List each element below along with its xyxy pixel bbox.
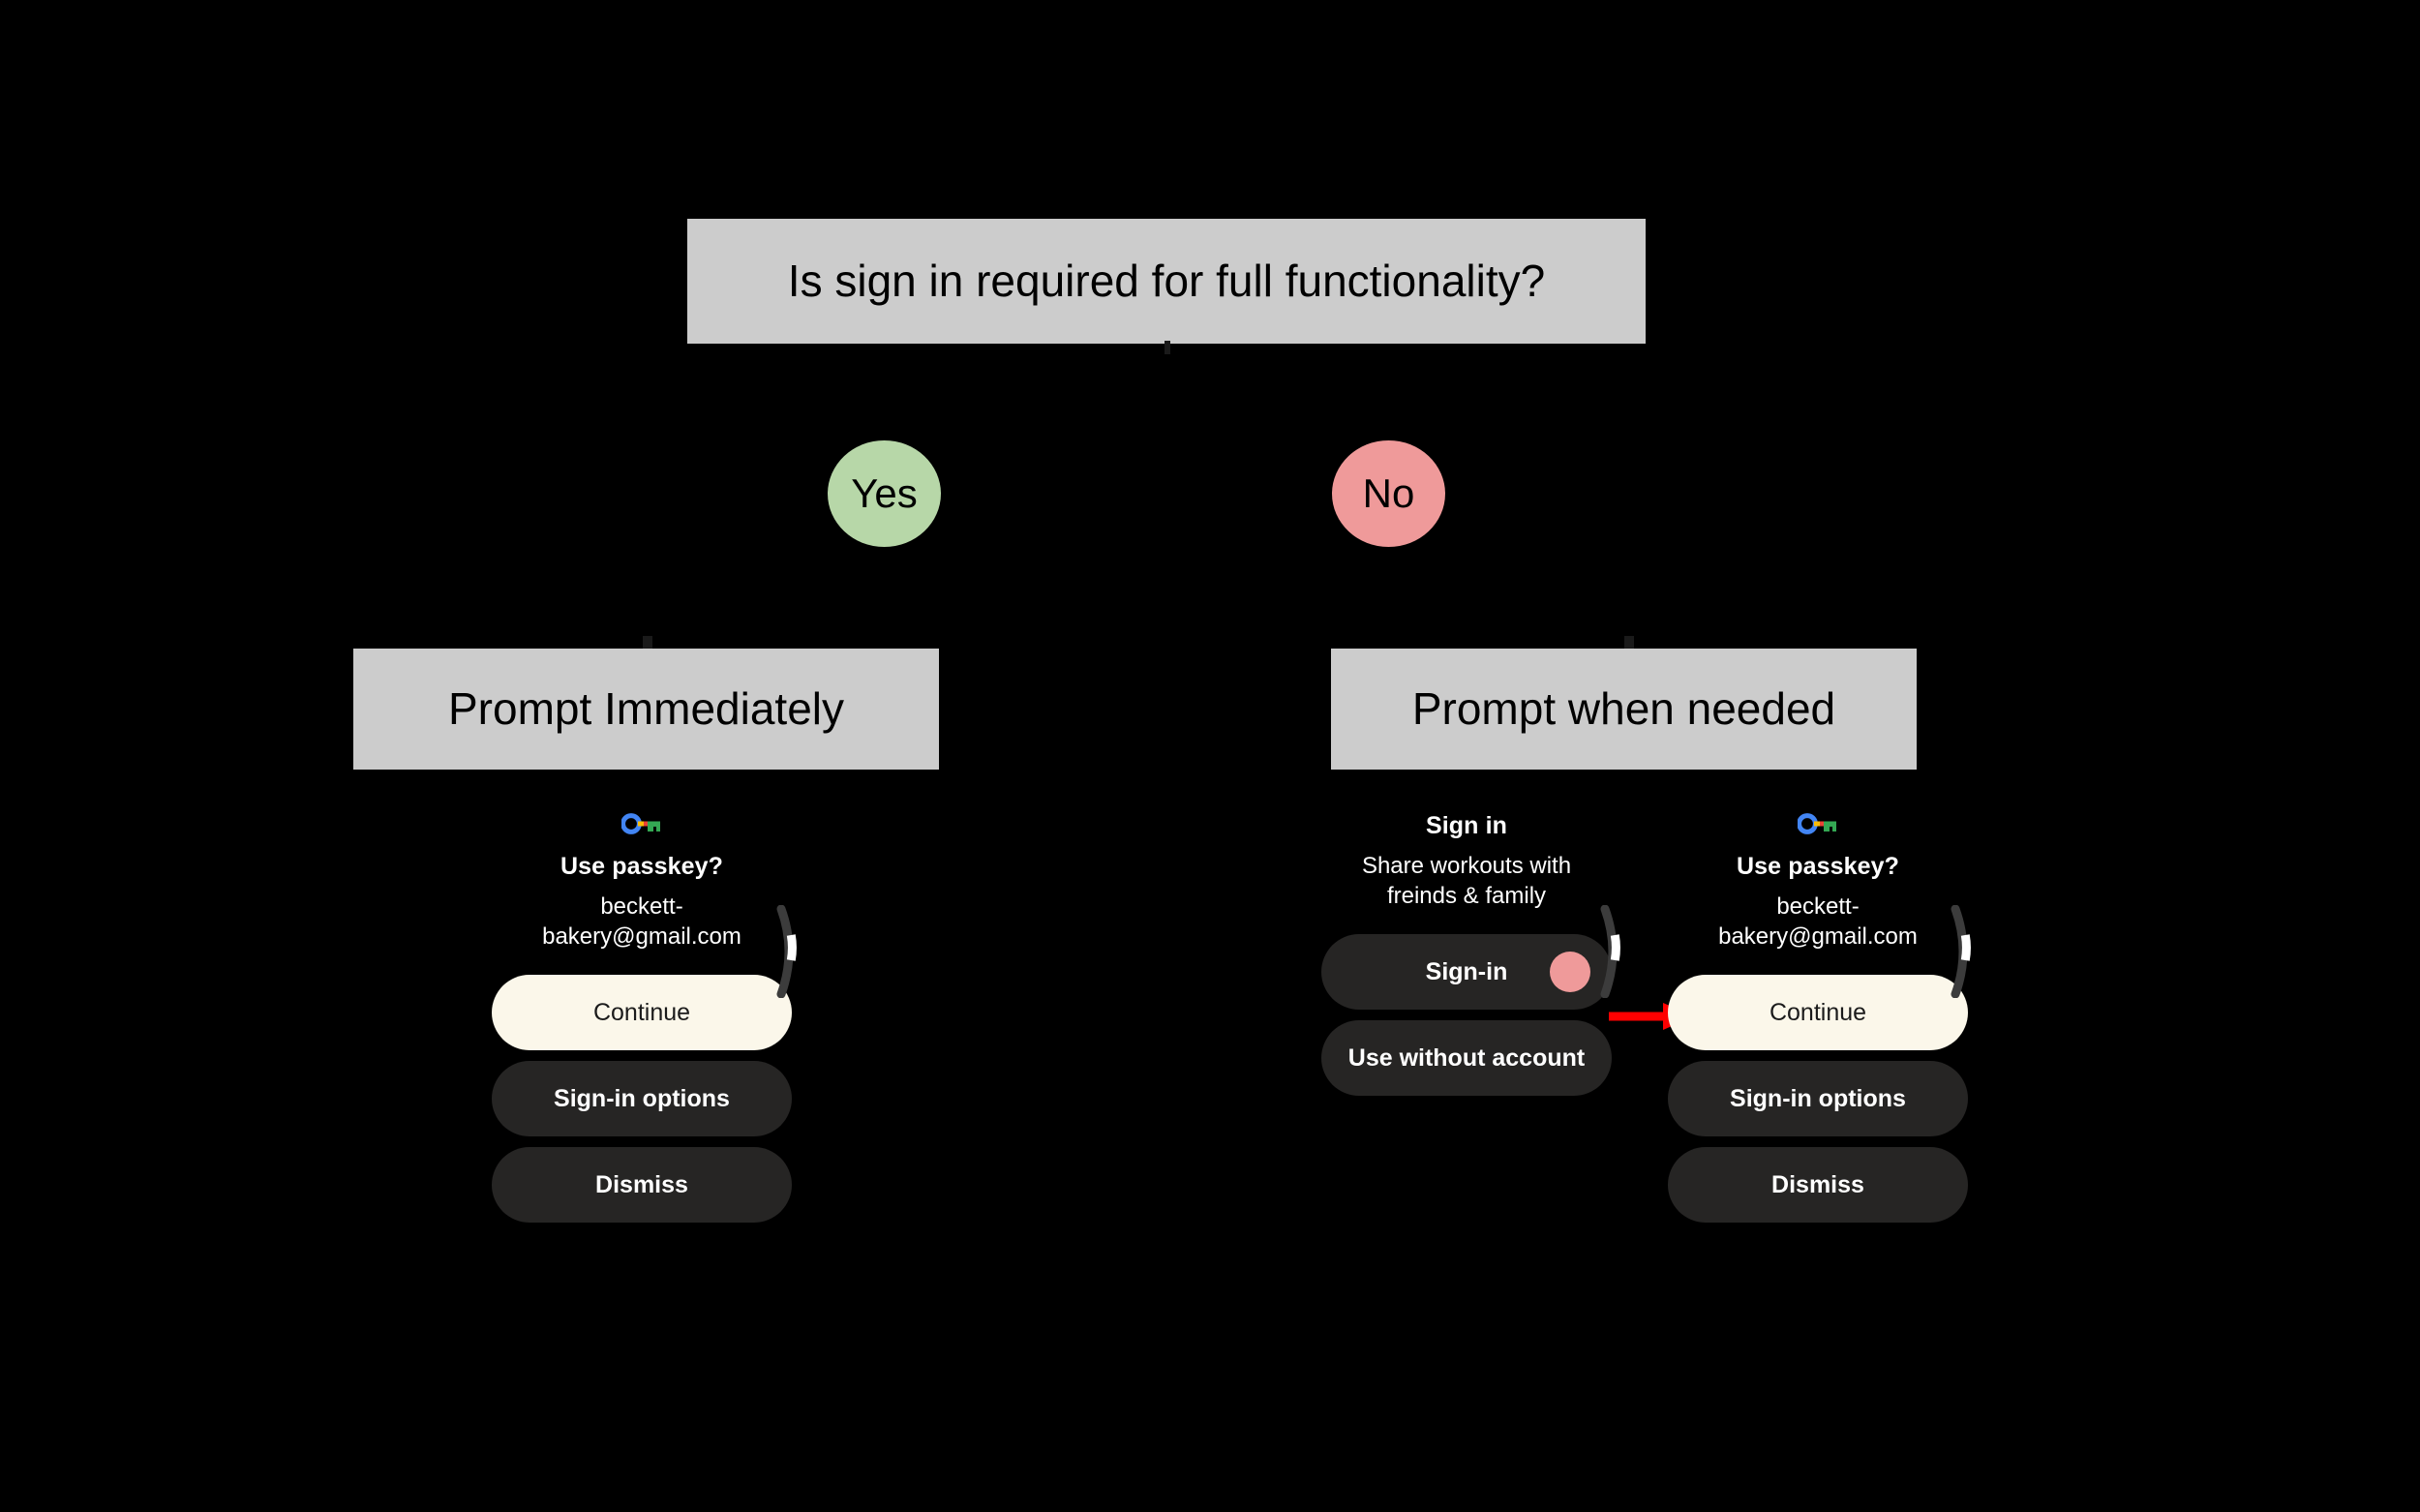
watch-title-left: Use passkey? bbox=[560, 853, 723, 880]
decision-question-box: Is sign in required for full functionali… bbox=[687, 219, 1646, 344]
connector-no-to-prompt-when-needed bbox=[1624, 636, 1634, 651]
sign-in-button-middle[interactable]: Sign-in bbox=[1321, 934, 1612, 1011]
google-passkey-icon bbox=[621, 813, 660, 834]
sign-in-avatar-dot bbox=[1550, 952, 1590, 993]
branch-circle-yes: Yes bbox=[828, 440, 941, 547]
watch-title-middle: Sign in bbox=[1425, 812, 1508, 839]
watch-mockup-right: Use passkey? beckett-bakery@gmail.com Co… bbox=[1658, 811, 1978, 1233]
watch-mockup-left: Use passkey? beckett-bakery@gmail.com Co… bbox=[482, 811, 802, 1233]
google-passkey-icon bbox=[1798, 813, 1836, 834]
dismiss-button-left[interactable]: Dismiss bbox=[492, 1147, 792, 1224]
sign-in-options-button-left[interactable]: Sign-in options bbox=[492, 1061, 792, 1137]
watch-subtitle-middle: Share workouts with freinds & family bbox=[1361, 853, 1572, 909]
continue-button-right[interactable]: Continue bbox=[1668, 975, 1968, 1051]
sign-in-button-label: Sign-in bbox=[1425, 958, 1508, 986]
connector-yes-to-prompt-immediately bbox=[643, 636, 652, 651]
use-without-account-button-middle[interactable]: Use without account bbox=[1321, 1020, 1612, 1097]
watch-subtitle-left: beckett-bakery@gmail.com bbox=[542, 893, 741, 950]
connector-question-to-branches bbox=[1165, 341, 1170, 354]
dismiss-button-right[interactable]: Dismiss bbox=[1668, 1147, 1968, 1224]
outcome-box-prompt-when-needed: Prompt when needed bbox=[1331, 649, 1917, 770]
watch-subtitle-right: beckett-bakery@gmail.com bbox=[1718, 893, 1918, 950]
outcome-box-prompt-immediately: Prompt Immediately bbox=[353, 649, 939, 770]
continue-button-left[interactable]: Continue bbox=[492, 975, 792, 1051]
watch-title-right: Use passkey? bbox=[1737, 853, 1899, 880]
sign-in-options-button-right[interactable]: Sign-in options bbox=[1668, 1061, 1968, 1137]
branch-circle-no: No bbox=[1332, 440, 1445, 547]
watch-mockup-middle: Sign in Share workouts with freinds & fa… bbox=[1307, 811, 1626, 1106]
